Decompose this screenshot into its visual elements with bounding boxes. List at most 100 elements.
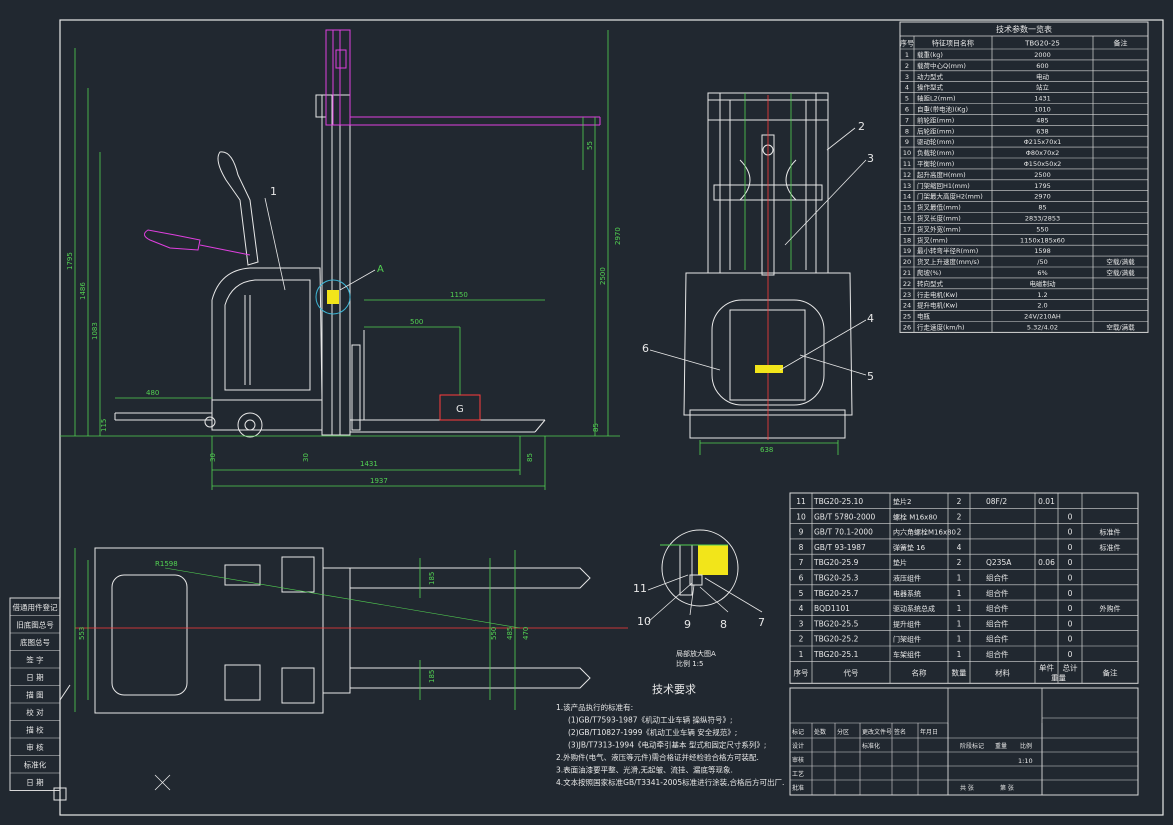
params-row-name: 操作型式 <box>917 83 944 92</box>
params-row-no: 24 <box>903 302 911 310</box>
tech-req-line: (1)GB/T7593-1987《机动工业车辆 操纵符号》; <box>568 715 732 725</box>
bom-row-code: TBG20-25.7 <box>813 589 859 598</box>
params-row-name: 轴距L2(mm) <box>917 94 956 103</box>
tech-req-line: 4.文本按照国家标准GB/T3341-2005标准进行涂装,合格后方可出厂. <box>556 777 784 787</box>
left-strip-label: 签 字 <box>26 655 43 665</box>
callout-6: 6 <box>642 342 649 355</box>
params-row-value: 6% <box>1037 269 1047 277</box>
params-row-value: 电磁制动 <box>1030 279 1057 288</box>
params-row-name: 货叉最低(mm) <box>917 203 961 212</box>
load-label: G <box>456 404 464 415</box>
bom-row-code: TBG20-25.1 <box>813 650 859 659</box>
detail-a-view <box>660 529 739 607</box>
params-row-no: 1 <box>905 51 909 59</box>
side-view <box>114 29 601 438</box>
params-header: TBG20-25 <box>1024 40 1060 48</box>
params-row-value: 85 <box>1038 204 1046 212</box>
params-row-no: 23 <box>903 291 911 299</box>
bom-header: 名称 <box>912 667 927 677</box>
params-row-value: Φ80x70x2 <box>1026 149 1060 157</box>
params-row-value: 2970 <box>1034 193 1051 201</box>
params-row-value: 550 <box>1036 225 1048 233</box>
bom-row-note: 外购件 <box>1100 604 1121 613</box>
bom-row-qty: 2 <box>957 497 962 506</box>
bom-row-total-weight: 0 <box>1068 635 1073 644</box>
left-strip-label: 审 核 <box>26 742 44 752</box>
params-row-no: 21 <box>903 269 911 277</box>
bom-header: 单件 <box>1039 662 1055 672</box>
params-row-value: 24V/210AH <box>1024 313 1061 321</box>
params-row-value: 600 <box>1036 62 1048 70</box>
bom-row-no: 7 <box>799 558 804 567</box>
bom-row-qty: 1 <box>957 604 962 613</box>
params-row-name: 后轮距(mm) <box>917 126 954 135</box>
params-row-no: 15 <box>903 204 911 212</box>
dim-30-mid: 30 <box>302 453 310 462</box>
params-row-no: 25 <box>903 313 911 321</box>
params-row-name: 货叉(mm) <box>917 235 948 244</box>
title-block-cell: 第 张 <box>1000 784 1014 792</box>
bom-row-qty: 1 <box>957 619 962 628</box>
chassis-body <box>211 267 323 401</box>
left-strip-label: 底图总号 <box>20 637 50 647</box>
title-block: 标记处数分区更改文件号签名年月日设计标准化审核工艺批准阶段标记重量比例共 张第 … <box>789 687 1139 796</box>
params-row-name: 提升电机(Kw) <box>917 301 958 310</box>
params-row-name: 自重(带电池)(Kg) <box>917 105 968 114</box>
title-block-cell: 重量 <box>995 742 1007 750</box>
params-row-name: 平衡轮(mm) <box>917 159 954 168</box>
bom-row-no: 10 <box>796 512 806 521</box>
params-row-no: 18 <box>903 236 911 244</box>
bom-row-material: 组合件 <box>986 618 1009 628</box>
bom-header: 代号 <box>844 667 859 677</box>
params-row-name: 行走速度(km/h) <box>917 323 964 332</box>
params-row-note: 空载/满载 <box>1106 323 1135 332</box>
bom-row-name: 螺栓 M16x80 <box>893 512 937 521</box>
dim-1937: 1937 <box>370 477 388 485</box>
params-row-value: 2833/2853 <box>1025 215 1060 223</box>
title-block-cell: 批准 <box>792 784 804 792</box>
bom-row-name: 提升组件 <box>893 619 921 628</box>
bom-row-total-weight: 0 <box>1068 528 1073 537</box>
bom-row-qty: 1 <box>957 635 962 644</box>
bom-row-total-weight: 0 <box>1068 650 1073 659</box>
front-yellow-part <box>755 365 783 373</box>
tech-req-line: 1.该产品执行的标准有: <box>556 702 633 712</box>
bom-row-code: TBG20-25.10 <box>813 497 863 506</box>
params-row-name: 载重(kg) <box>917 50 943 59</box>
bom-row-unit-weight: 0.01 <box>1038 497 1055 506</box>
params-row-value: 电动 <box>1036 72 1050 81</box>
params-row-value: 2500 <box>1034 171 1051 179</box>
title-block-cell: 比例 <box>1020 742 1032 750</box>
title-block-cell: 审核 <box>792 756 804 764</box>
dim-185-top: 185 <box>428 572 436 585</box>
bom-row-note: 标准件 <box>1100 543 1121 552</box>
params-row-no: 2 <box>905 62 909 70</box>
bom-row-total-weight: 0 <box>1068 619 1073 628</box>
bom-row-no: 3 <box>799 619 804 628</box>
params-row-no: 26 <box>903 324 911 332</box>
bom-row-code: GB/T 70.1-2000 <box>814 528 873 537</box>
params-row-name: 负载轮(mm) <box>917 148 954 157</box>
dim-55: 55 <box>586 141 594 150</box>
params-row-no: 20 <box>903 258 911 266</box>
dim-2970: 2970 <box>614 227 622 245</box>
ucs-cross <box>154 774 171 791</box>
params-row-value: 2000 <box>1034 51 1051 59</box>
bom-row-qty: 2 <box>957 512 962 521</box>
tech-req-line: (3)JB/T7313-1994《电动牵引基本 型式和固定尺寸系列》; <box>568 740 766 750</box>
tech-req-line: 2.外购件(电气、液压等元件)需合格证并经检验合格方可装配. <box>556 752 759 762</box>
params-row-value: 1150x185x60 <box>1020 236 1065 244</box>
bom-row-qty: 2 <box>957 528 962 537</box>
bom-row-material: 组合件 <box>986 634 1009 644</box>
bom-row-no: 1 <box>799 650 804 659</box>
ucs-icon <box>53 684 71 801</box>
callout-11: 9 <box>684 618 691 631</box>
bom-row-name: 弹簧垫 16 <box>893 543 926 552</box>
params-row-name: 起升高度H(mm) <box>917 170 966 179</box>
dim-1431: 1431 <box>360 460 378 468</box>
params-row-no: 3 <box>905 73 909 81</box>
bom-row-name: 电器系统 <box>893 589 921 598</box>
params-row-value: 2.0 <box>1037 302 1047 310</box>
top-view <box>94 547 591 714</box>
